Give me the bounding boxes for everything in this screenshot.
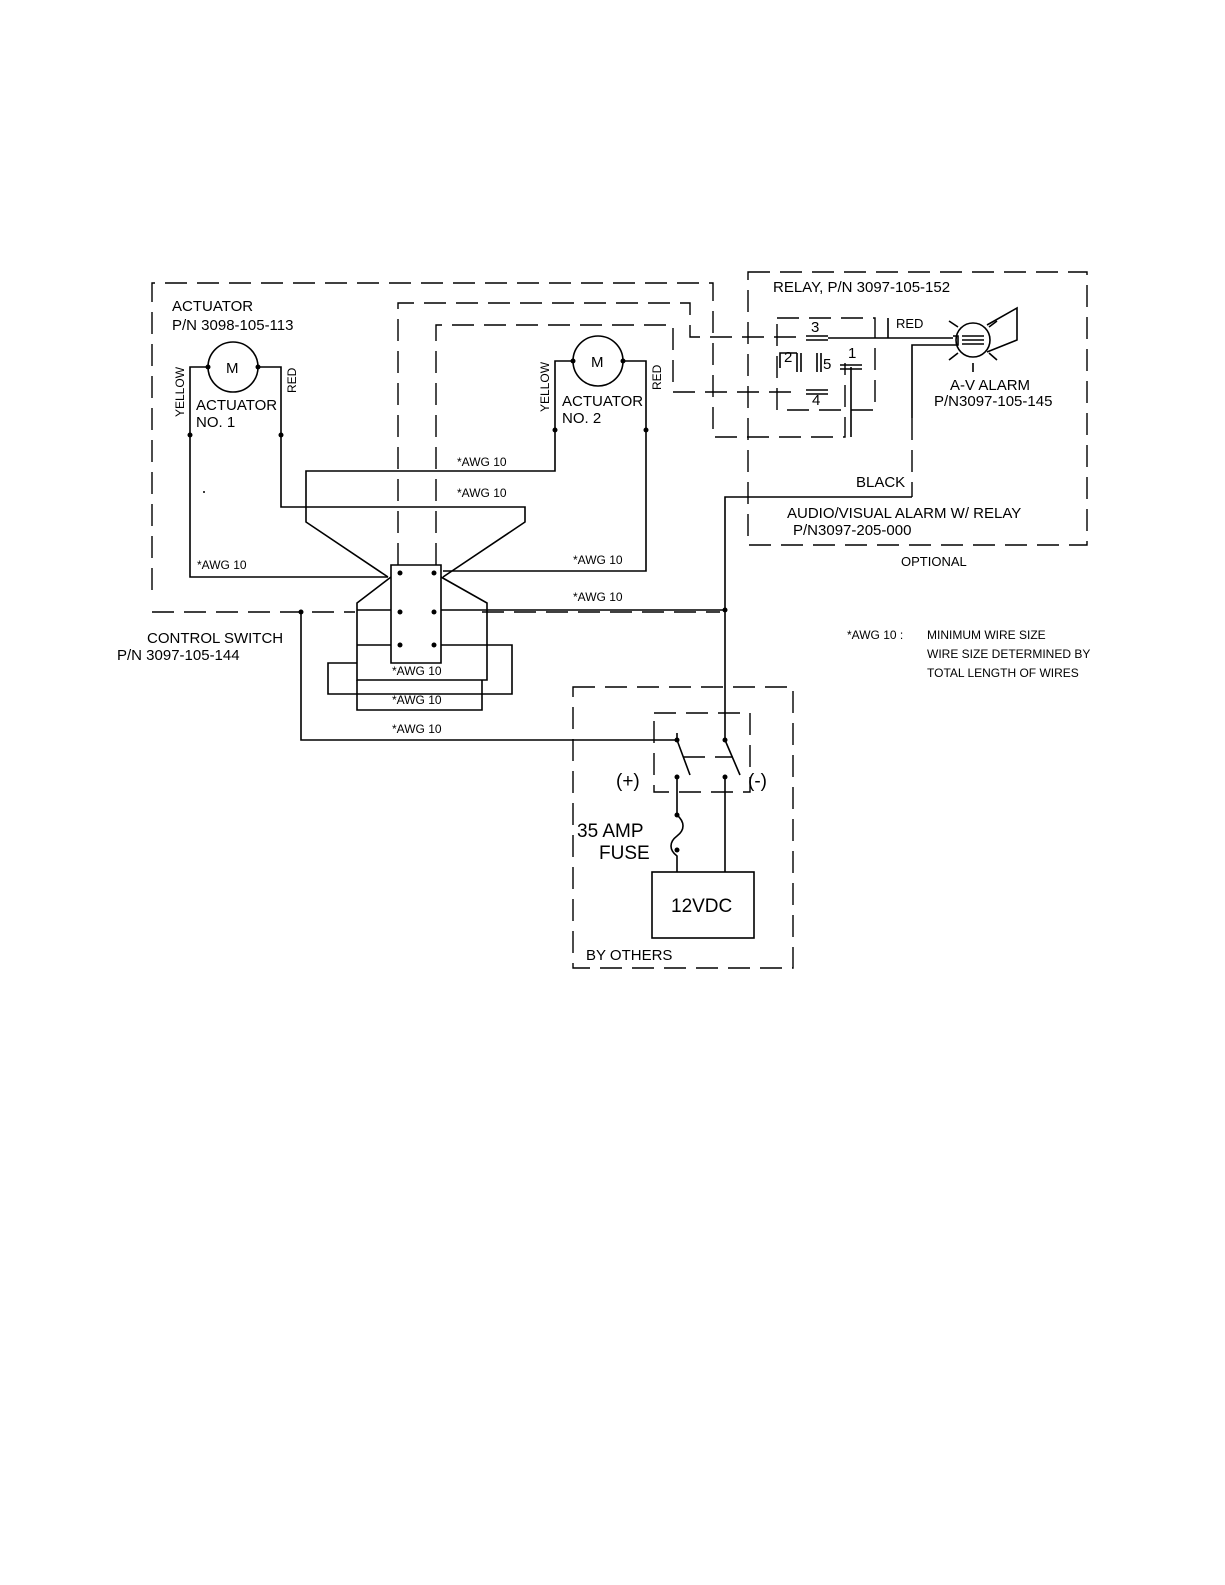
relay-pin-1-label: 1 [848,345,856,362]
actuator-2-wire-red: RED [650,364,664,390]
wire-label: *AWG 10 [457,486,507,500]
alarm-kit-status: OPTIONAL [901,554,967,569]
wire-label: *AWG 10 [573,590,623,604]
disconnect-switch [676,610,741,776]
alarm-wire-red-label: RED [896,316,923,331]
relay-boundary [776,317,876,411]
relay-pin-2 [796,353,802,372]
wire-label: *AWG 10 [457,455,507,469]
fuse-label-2: FUSE [599,843,650,864]
control-switch-part-number: P/N 3097-105-144 [117,647,240,664]
actuator-2-name: ACTUATOR [562,393,643,410]
wire-label: *AWG 10 [573,553,623,567]
actuator-group-part-number: P/N 3098-105-113 [172,317,293,334]
power-group-label: BY OTHERS [586,947,672,964]
battery-label: 12VDC [671,896,732,917]
note-line-1: MINIMUM WIRE SIZE [927,628,1046,642]
wire-label: *AWG 10 [392,693,442,707]
positive-terminal-label: (+) [616,771,640,792]
battery-box [651,871,755,939]
relay-coil-wire [779,352,797,368]
actuator-1-number: NO. 1 [196,414,235,431]
actuator-inner-dashed-1 [397,302,800,565]
actuator-1-motor-label: M [226,360,239,377]
note-key: *AWG 10 : [847,628,903,642]
alarm-part-number: P/N3097-105-145 [934,393,1052,410]
wire-label: *AWG 10 [392,722,442,736]
wire-label: *AWG 10 [197,558,247,572]
relay-pin-4 [806,389,828,395]
relay-pin-5 [816,353,822,372]
control-switch-title: CONTROL SWITCH [147,630,283,647]
relay-pin-2-label: 2 [784,349,792,366]
relay-kit-boundary [747,271,1088,546]
relay-wire-red [828,318,953,339]
control-switch-loop-2 [357,609,487,646]
actuator-2-number: NO. 2 [562,410,601,427]
actuator-2-wire-yellow: YELLOW [538,361,552,412]
note-line-3: TOTAL LENGTH OF WIRES [927,666,1079,680]
alarm-title: A-V ALARM [950,377,1030,394]
actuator-2-motor-label: M [591,354,604,371]
control-switch-loop [327,644,513,695]
actuator-1-wire-yellow: YELLOW [173,366,187,417]
relay-pin-5-label: 5 [823,356,831,373]
negative-terminal-label: (-) [748,771,767,792]
feed-wire-positive [300,612,677,741]
actuator-inner-dashed-2 [435,324,800,565]
feed-wire-negative [487,496,912,611]
power-group-boundary [572,686,794,969]
relay-pin-4-label: 4 [812,392,820,409]
relay-pin-3-label: 3 [811,319,819,336]
actuator-2-wires [305,360,647,578]
actuator-1-wires [189,366,526,578]
control-switch-housing [356,576,488,681]
av-alarm-icon [948,306,1018,372]
disconnect-boundary [653,712,751,793]
note-line-2: WIRE SIZE DETERMINED BY [927,647,1090,661]
relay-title: RELAY, P/N 3097-105-152 [773,279,950,296]
wire-label: *AWG 10 [392,664,442,678]
actuator-1-wire-red: RED [285,367,299,393]
relay-to-alarm-black [850,344,953,437]
alarm-kit-part-number: P/N3097-205-000 [793,522,911,539]
relay-pin-3 [806,335,828,341]
fuse-label-1: 35 AMP [577,821,644,842]
control-switch-body [390,564,442,664]
positive-lead-with-fuse [670,777,684,872]
alarm-wire-black-label: BLACK [856,474,905,491]
actuator-group-title: ACTUATOR [172,298,253,315]
alarm-kit-title: AUDIO/VISUAL ALARM W/ RELAY [787,505,1021,522]
feed-wire-loop [356,680,483,711]
actuator-1-name: ACTUATOR [196,397,277,414]
actuator-group-boundary [151,282,846,590]
